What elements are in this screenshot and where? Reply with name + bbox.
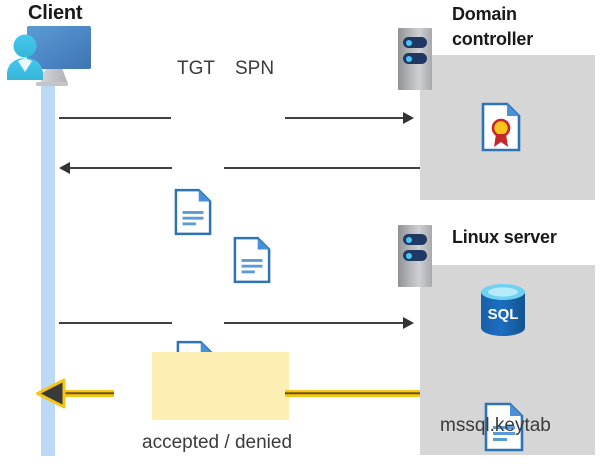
accepted-denied-highlight [152, 352, 289, 420]
keytab-document-icon [484, 402, 600, 452]
message-2-line-left [69, 167, 172, 169]
message-2-arrowhead [59, 162, 70, 174]
message-2-line-right [224, 167, 420, 169]
certificate-document-icon [481, 102, 600, 152]
linux-server-title: Linux server [452, 227, 557, 247]
message-4-arrowhead [36, 378, 66, 409]
spn-document-icon [233, 236, 600, 284]
domain-controller-title-line2: controller [452, 29, 534, 49]
message-3-line-right [224, 322, 403, 324]
user-computer-icon [6, 24, 98, 90]
client-lifeline [41, 72, 55, 456]
message-3-line-left [59, 322, 172, 324]
spn-label: SPN [235, 58, 275, 79]
sql-label: SQL [488, 306, 519, 323]
domain-controller-title-line1: Domain [452, 4, 517, 24]
message-1-line-right [285, 117, 403, 119]
message-4-line-right [285, 390, 420, 397]
message-1-arrowhead [403, 112, 414, 124]
keytab-filename-label: mssql.keytab [440, 415, 551, 436]
accepted-denied-caption: accepted / denied [142, 432, 293, 453]
sql-database-icon: SQL [479, 283, 527, 342]
message-1-line-left [59, 117, 171, 119]
message-4-line-left [56, 390, 114, 397]
message-3-arrowhead [403, 317, 414, 329]
tgt-document-icon [174, 188, 600, 236]
client-title: Client [28, 2, 83, 24]
domain-controller-title: Domain controller [452, 2, 592, 52]
tgt-label: TGT [177, 58, 215, 79]
linux-server-rack-icon [398, 225, 432, 287]
domain-controller-rack-icon [398, 28, 432, 90]
